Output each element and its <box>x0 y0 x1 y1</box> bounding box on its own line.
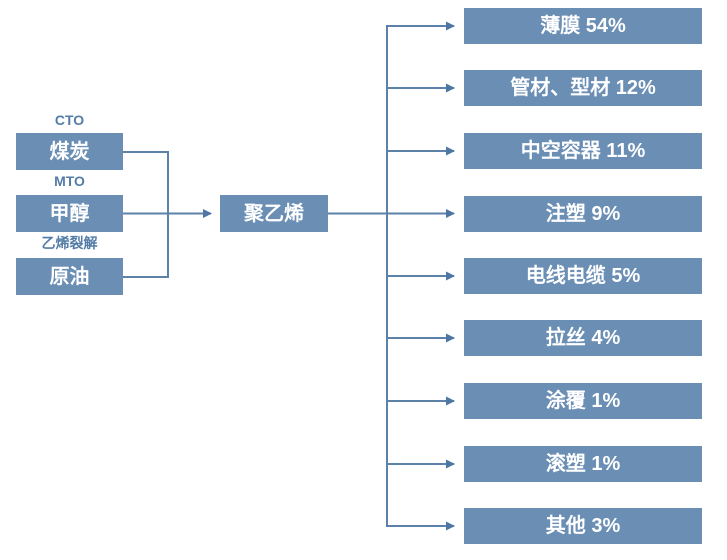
source-box-methanol: 甲醇 <box>16 195 123 232</box>
source-box-crude-oil: 原油 <box>16 258 123 295</box>
output-box-hollow-container: 中空容器 11% <box>464 133 702 169</box>
output-box-rotational-molding: 滚塑 1% <box>464 446 702 482</box>
process-label-ethylene-cracking: 乙烯裂解 <box>41 235 98 251</box>
output-box-coating: 涂覆 1% <box>464 383 702 419</box>
source-box-coal: 煤炭 <box>16 133 123 170</box>
output-box-pipe-profile: 管材、型材 12% <box>464 70 702 106</box>
product-box-polyethylene: 聚乙烯 <box>220 195 328 232</box>
output-box-injection-molding: 注塑 9% <box>464 196 702 232</box>
process-label-mto: MTO <box>54 173 85 189</box>
output-box-film: 薄膜 54% <box>464 8 702 44</box>
process-label-cto: CTO <box>54 112 85 128</box>
output-box-drawing: 拉丝 4% <box>464 320 702 356</box>
output-box-other: 其他 3% <box>464 508 702 544</box>
output-box-wire-cable: 电线电缆 5% <box>464 258 702 294</box>
